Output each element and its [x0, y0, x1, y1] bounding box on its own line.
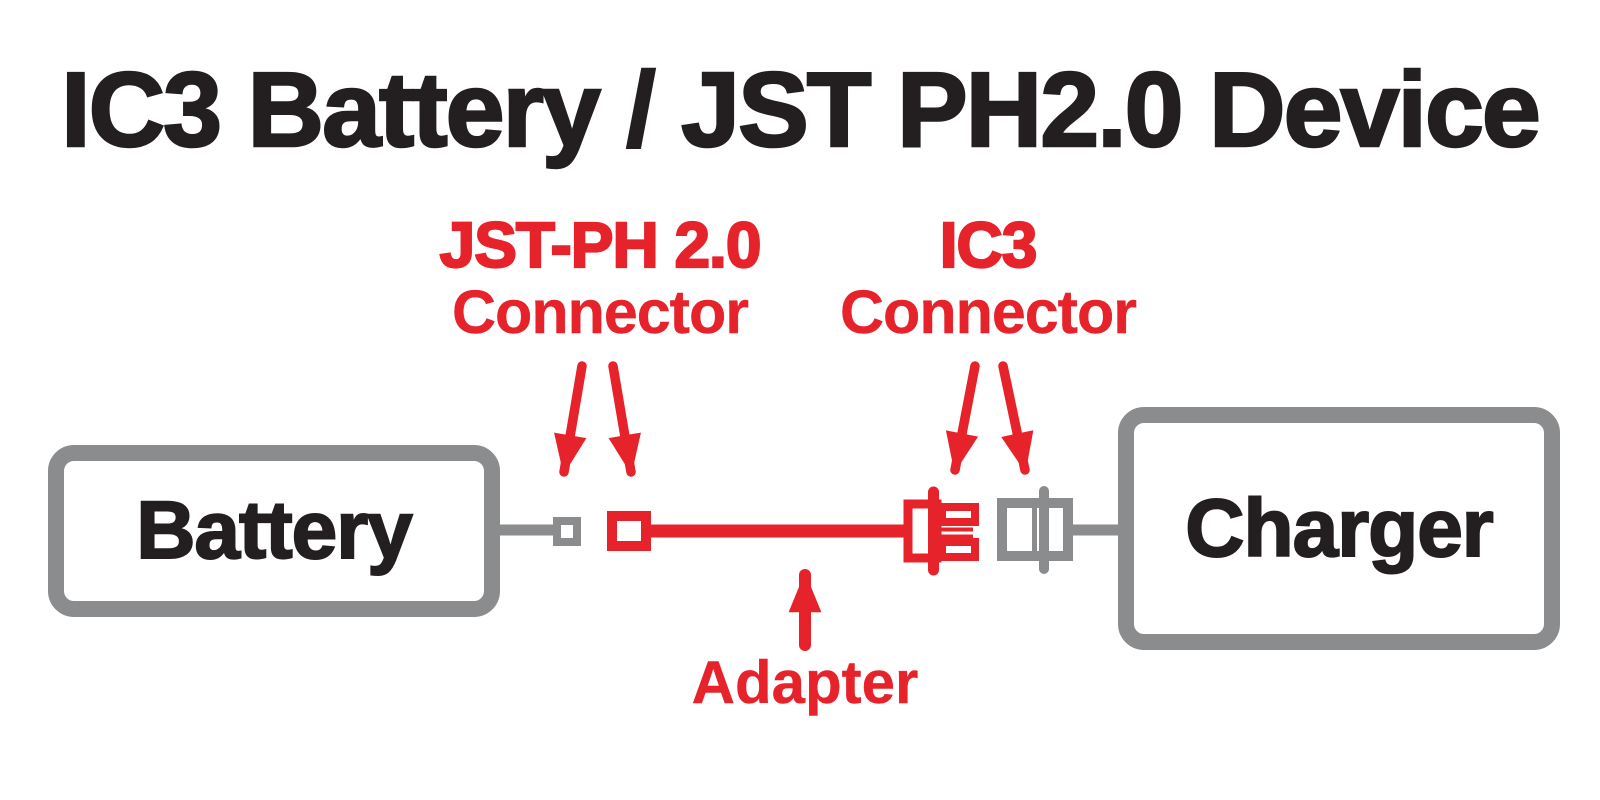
ic3-callout-line1: IC3: [939, 209, 1039, 281]
jst-arrow-left-icon: [554, 361, 587, 477]
charger-label: Charger: [1184, 482, 1494, 575]
ic3-plug-upper-prong: [938, 503, 979, 526]
jst-ph-callout: JST-PH 2.0 Connector: [438, 209, 762, 346]
battery-box: Battery: [48, 445, 500, 617]
ic3-plug-lower-prong: [938, 538, 979, 561]
battery-jst-plug-icon: [553, 517, 581, 546]
jst-arrow-right-icon: [608, 361, 641, 477]
ic3-callout-line2: Connector: [840, 278, 1137, 346]
adapter-label: Adapter: [691, 649, 919, 716]
jst-ph-callout-line1: JST-PH 2.0: [438, 209, 762, 281]
ic3-arrow-right-icon: [998, 361, 1034, 475]
adapter-jst-connector-icon: [607, 511, 651, 551]
ic3-arrow-left-icon: [945, 361, 980, 475]
jst-ph-callout-line2: Connector: [452, 278, 749, 346]
page-title: IC3 Battery / JST PH2.0 Device: [60, 50, 1542, 171]
adapter-ic3-connector-icon: [903, 486, 979, 576]
battery-label: Battery: [135, 484, 414, 577]
charger-ic3-connector-icon: [997, 486, 1073, 574]
charger-box: Charger: [1118, 407, 1560, 650]
ic3-callout: IC3 Connector: [840, 209, 1137, 346]
